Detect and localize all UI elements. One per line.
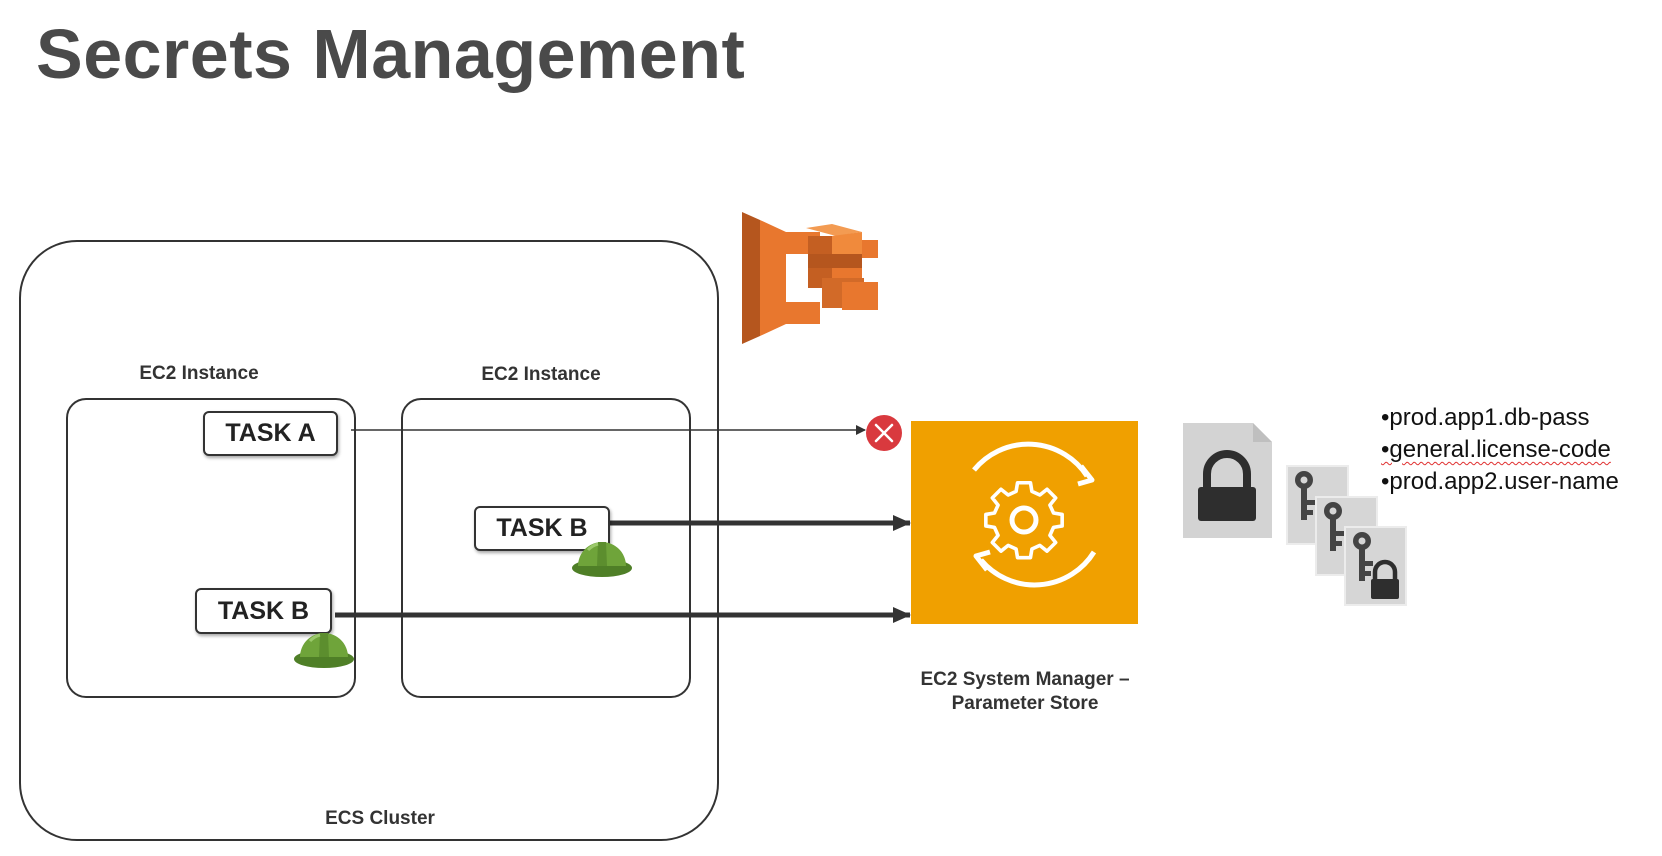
page-title: Secrets Management <box>36 15 746 93</box>
task-b-box-2: TASK B <box>195 588 332 634</box>
ecs-logo-icon <box>742 212 878 344</box>
parameter-item: •general.license-code <box>1381 436 1611 463</box>
task-b-box-1: TASK B <box>474 506 610 551</box>
parameter-store-label: EC2 System Manager – Parameter Store <box>900 668 1150 716</box>
task-a-box: TASK A <box>203 411 338 456</box>
ecs-cluster-label: ECS Cluster <box>325 808 435 829</box>
ec2-instance-box-1 <box>66 398 356 698</box>
parameter-item: •prod.app1.db-pass <box>1381 404 1590 431</box>
ecs-cluster-box <box>19 240 719 841</box>
key-file-icon <box>1286 465 1407 606</box>
ec2-instance-label-1: EC2 Instance <box>139 363 259 384</box>
parameter-store-label-line-1: EC2 System Manager – <box>920 669 1130 690</box>
x-circle-icon <box>866 415 902 451</box>
parameter-list: •prod.app1.db-pass •general.license-code… <box>1381 402 1619 498</box>
parameter-item: •prod.app2.user-name <box>1381 468 1619 495</box>
hard-hat-icon <box>294 633 354 668</box>
parameter-store-tile <box>911 421 1138 624</box>
gear-cycle-icon <box>972 441 1097 588</box>
ec2-instance-box-2 <box>401 398 691 698</box>
hard-hat-icon <box>572 542 632 577</box>
ec2-instance-label-2: EC2 Instance <box>481 364 601 385</box>
locked-file-icon <box>1183 423 1272 538</box>
parameter-store-label-line-2: Parameter Store <box>951 693 1099 714</box>
